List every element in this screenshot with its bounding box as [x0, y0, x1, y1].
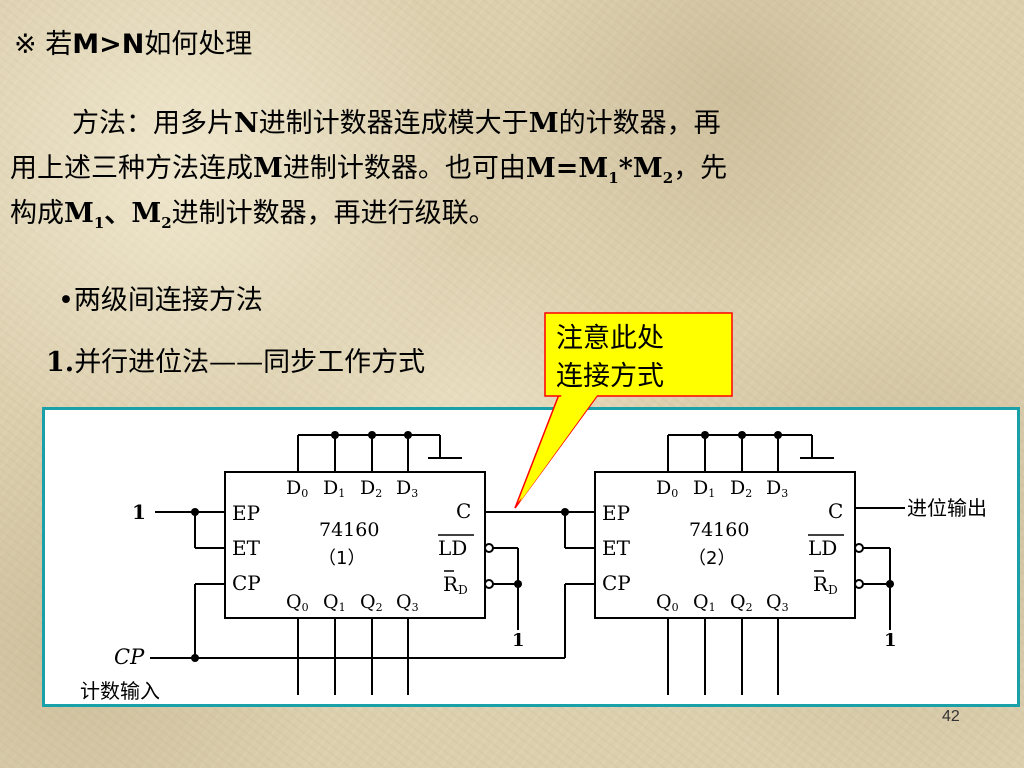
chip-1-part-number: 74160 — [319, 519, 379, 541]
chip-2-d2: D2 — [730, 477, 752, 500]
paragraph-line-2: 用上述三种方法连成M进制计数器。也可由M=M1*M2，先 — [10, 153, 728, 187]
chip-2-cp: CP — [602, 571, 631, 595]
tie-high-label-1: 1 — [512, 630, 525, 651]
chip-2-q2: Q2 — [730, 591, 753, 614]
chip-1-q2: Q2 — [360, 591, 383, 614]
chip-2-et: ET — [602, 536, 631, 560]
chip-2-d0: D0 — [656, 477, 678, 500]
method-heading: 1.并行进位法——同步工作方式 — [46, 347, 426, 378]
chip-2-q0: Q0 — [656, 591, 679, 614]
tie-high-label-2: 1 — [884, 630, 897, 651]
chip-1-ep: EP — [232, 501, 260, 525]
chip-2-index: （2） — [688, 548, 735, 569]
chip-1-c: C — [456, 499, 471, 523]
page-number: 42 — [942, 708, 960, 725]
bullet-connection-methods: •两级间连接方法 — [58, 285, 263, 316]
chip-1-ld: LD — [438, 536, 467, 560]
chip-2-q3: Q3 — [766, 591, 789, 614]
input-one-label: 1 — [132, 500, 146, 524]
chip-1-d3: D3 — [396, 477, 418, 500]
chip-2-rd: RD — [813, 572, 838, 597]
chip-1-rd: RD — [443, 572, 468, 597]
paragraph-line-3: 构成M1、M2进制计数器，再进行级联。 — [10, 198, 496, 232]
wires — [150, 434, 905, 695]
callout-line-1: 注意此处 — [556, 323, 664, 354]
chip-1-d1: D1 — [323, 477, 345, 500]
chip-1-q1: Q1 — [323, 591, 346, 614]
paragraph-line-1: 方法：用多片N进制计数器连成模大于M的计数器，再 — [72, 108, 721, 139]
junction-dots — [191, 431, 894, 662]
chip-1-d0: D0 — [286, 477, 308, 500]
callout-bubble: 注意此处 连接方式 — [514, 312, 733, 509]
count-input-label: 计数输入 — [80, 679, 160, 703]
chip-2-c: C — [828, 499, 843, 523]
chip-2-d3: D3 — [766, 477, 788, 500]
chip-1-q0: Q0 — [286, 591, 309, 614]
chip-2-d1: D1 — [693, 477, 715, 500]
chip-2-q1: Q1 — [693, 591, 716, 614]
callout-line-2: 连接方式 — [556, 361, 664, 392]
chip-2-part-number: 74160 — [689, 519, 749, 541]
chip-1-et: ET — [232, 536, 261, 560]
chip-2-ld: LD — [808, 536, 837, 560]
chip-1-q3: Q3 — [396, 591, 419, 614]
cp-input-label: CP — [114, 645, 145, 669]
carry-output-label: 进位输出 — [907, 496, 987, 520]
chip-1-d2: D2 — [360, 477, 382, 500]
slide-title: ※ 若M>N如何处理 — [14, 29, 253, 60]
chip-1-index: （1） — [318, 548, 365, 569]
chip-2-ep: EP — [602, 501, 630, 525]
chip-1-cp: CP — [232, 571, 261, 595]
